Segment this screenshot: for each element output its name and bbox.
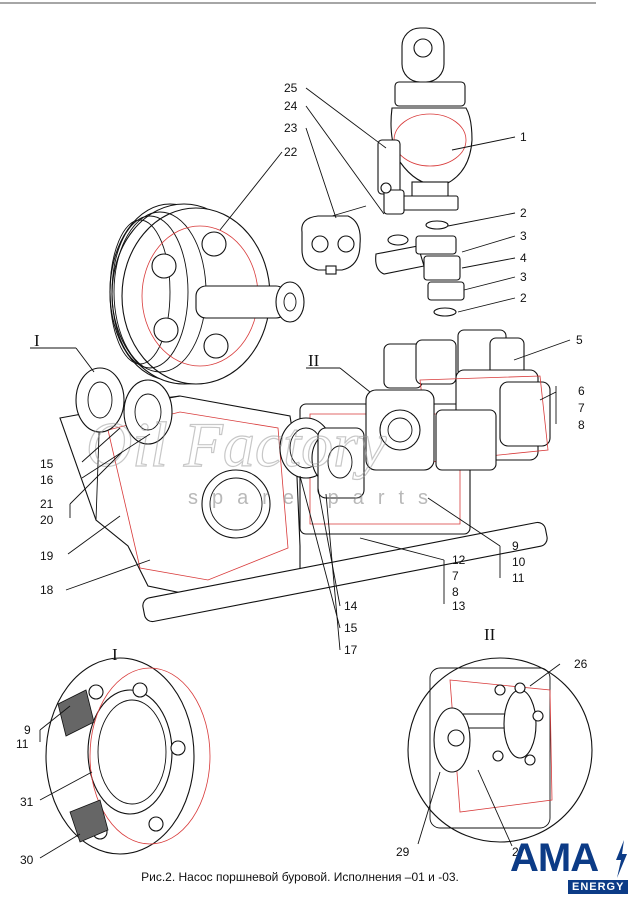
callout-16: 16	[40, 473, 54, 487]
logo-sub-text: ENERGY	[568, 880, 629, 894]
bearing-cover-parts-15-16	[75, 367, 173, 445]
crosshead-cover-parts-14-17	[279, 417, 365, 499]
callout-15-left: 15	[40, 457, 54, 471]
callout-25: 25	[284, 81, 298, 95]
callout-1: 1	[520, 130, 527, 144]
callout-3-lower: 3	[520, 270, 527, 284]
callout-29: 29	[396, 845, 410, 859]
callout-17: 17	[344, 643, 358, 657]
callout-6: 6	[578, 384, 585, 398]
detail-i-title: I	[112, 645, 118, 664]
fittings-23-25	[301, 139, 405, 275]
detail-ii-title: II	[484, 625, 496, 644]
callout-13: 13	[452, 599, 466, 613]
callout-26: 26	[574, 657, 588, 671]
callout-18: 18	[40, 583, 54, 597]
detail-i-drawing	[45, 657, 211, 855]
flanges-2-4	[375, 220, 465, 317]
watermark-sub: spare parts	[188, 487, 442, 509]
fluid-end-part-5	[365, 329, 551, 471]
leader-lines	[30, 87, 571, 859]
callout-30: 30	[20, 853, 34, 867]
air-chamber-part-1	[390, 27, 473, 211]
lightning-bolt-icon	[616, 840, 627, 878]
callout-23: 23	[284, 121, 298, 135]
callout-9-detail: 9	[24, 723, 31, 737]
callout-19: 19	[40, 549, 54, 563]
callout-11-detail: 11	[16, 737, 29, 751]
callout-8-right: 8	[578, 418, 585, 432]
callout-8-bottom: 8	[452, 585, 459, 599]
detail-ii-marker: II	[308, 351, 320, 370]
detail-ii-drawing	[407, 657, 593, 843]
ama-energy-logo: AMA ENERGY	[510, 836, 632, 900]
callout-12: 12	[452, 553, 466, 567]
callout-numbers: 1 2 3 4 3 2 5 6 7 8 9 10 11 12 7 8 13 14…	[16, 81, 588, 867]
callout-22: 22	[284, 145, 298, 159]
callout-14: 14	[344, 599, 358, 613]
callout-11-main: 11	[512, 571, 525, 585]
logo-main-text: AMA	[510, 836, 599, 880]
watermark-main: Oil Factory	[86, 409, 387, 480]
detail-i-marker: I	[34, 331, 40, 350]
callout-21: 21	[40, 497, 54, 511]
callout-7-right: 7	[578, 401, 585, 415]
callout-2-upper: 2	[520, 206, 527, 220]
pulley-part-22	[109, 203, 305, 385]
callout-31: 31	[20, 795, 34, 809]
figure-caption: Рис.2. Насос поршневой буровой. Исполнен…	[141, 870, 459, 884]
callout-7-bottom: 7	[452, 569, 459, 583]
callout-9-main: 9	[512, 539, 519, 553]
callout-4: 4	[520, 251, 527, 265]
callout-2-lower: 2	[520, 291, 527, 305]
callout-27: 27	[512, 845, 526, 859]
callout-3-upper: 3	[520, 229, 527, 243]
callout-20: 20	[40, 513, 54, 527]
callout-5: 5	[576, 333, 583, 347]
callout-24: 24	[284, 99, 298, 113]
callout-10: 10	[512, 555, 526, 569]
callout-15-bottom: 15	[344, 621, 358, 635]
